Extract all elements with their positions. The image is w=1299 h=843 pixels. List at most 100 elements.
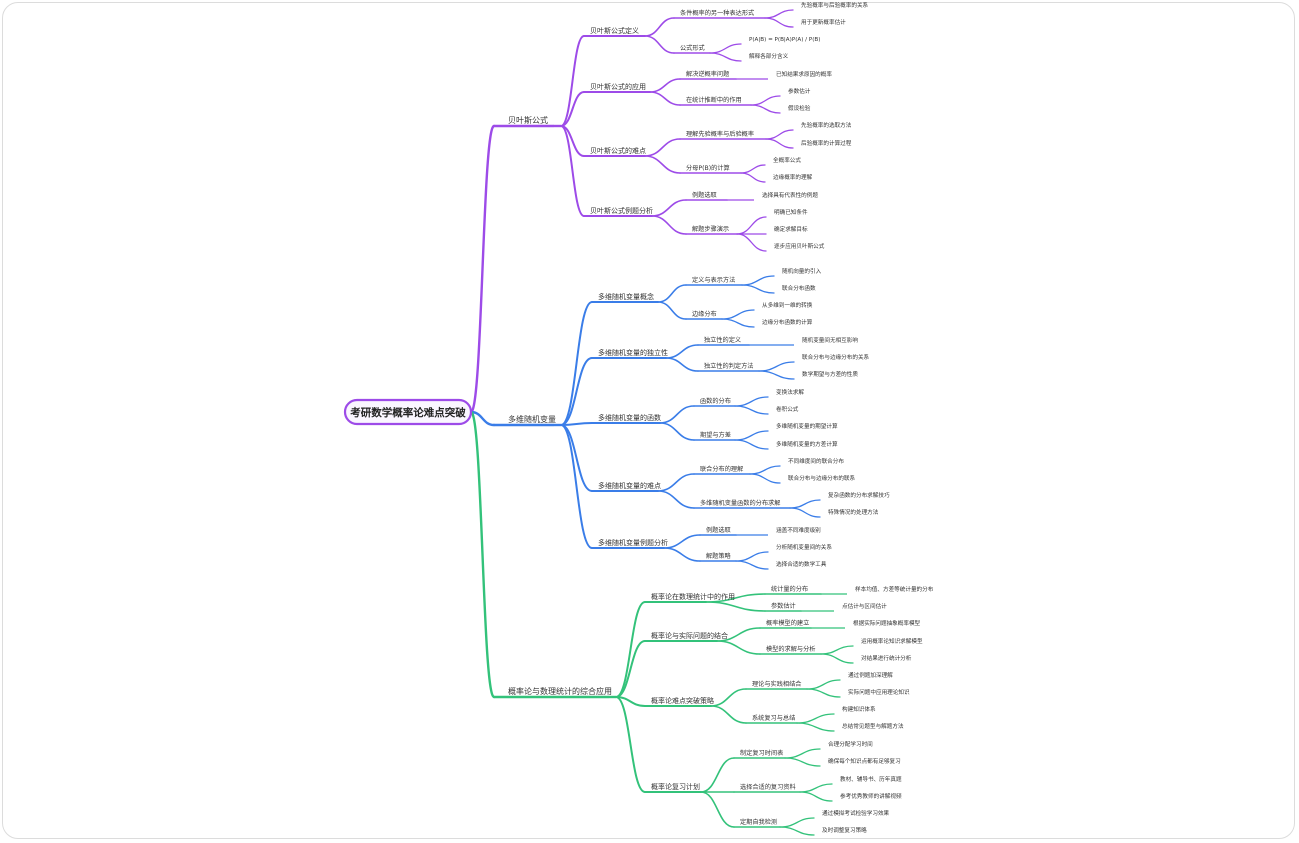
topic-label[interactable]: 解题策略 xyxy=(706,552,732,560)
leaf-label[interactable]: 确定求解目标 xyxy=(774,225,808,233)
leaf-label[interactable]: 联合分布与边缘分布的联系 xyxy=(788,474,856,482)
topic-label[interactable]: 边缘分布 xyxy=(692,310,717,318)
leaf-label[interactable]: 边缘分布函数的计算 xyxy=(762,318,813,326)
leaf-label[interactable]: 确保每个知识点都有足够复习 xyxy=(828,757,901,765)
topic-label[interactable]: 理论与实践相结合 xyxy=(752,680,802,688)
leaf-line xyxy=(764,9,794,19)
leaf-label[interactable]: 数学期望与方差的性质 xyxy=(802,370,858,378)
leaf-line xyxy=(734,430,769,441)
topic-label[interactable]: 多维随机变量的独立性 xyxy=(598,348,668,357)
leaf-label[interactable]: 分析随机变量间的关系 xyxy=(776,543,832,551)
topic-label[interactable]: 多维随机变量概念 xyxy=(598,292,654,301)
branch-label[interactable]: 多维随机变量 xyxy=(508,414,556,424)
leaf-label[interactable]: 特殊情况的处理方法 xyxy=(828,508,879,516)
leaf-label[interactable]: 卷积公式 xyxy=(776,405,799,413)
leaf-label[interactable]: 联合分布与边缘分布的关系 xyxy=(802,353,870,361)
leaf-label[interactable]: 选择具有代表性的例题 xyxy=(762,191,818,199)
leaf-label[interactable]: 随机向量的引入 xyxy=(782,267,822,275)
leaf-label[interactable]: 逐步应用贝叶斯公式 xyxy=(774,242,825,250)
leaf-label[interactable]: 多维随机变量的方差计算 xyxy=(776,440,838,448)
leaf-label[interactable]: 不同维度间的联合分布 xyxy=(788,457,844,465)
topic-label[interactable]: 概率模型的建立 xyxy=(766,619,809,627)
topic-label[interactable]: 选择合适的复习资料 xyxy=(740,783,796,791)
leaf-label[interactable]: 假设检验 xyxy=(788,104,811,112)
leaf-label[interactable]: 总结常见题型与解题方法 xyxy=(842,722,904,730)
leaf-label[interactable]: P(A|B) = P(B|A)P(A) / P(B) xyxy=(749,37,820,43)
branch-label[interactable]: 贝叶斯公式 xyxy=(508,115,548,125)
topic-label[interactable]: 概率论复习计划 xyxy=(651,782,700,791)
leaf-label[interactable]: 构建知识体系 xyxy=(842,705,876,713)
topic-label[interactable]: 贝叶斯公式定义 xyxy=(590,26,639,35)
topic-label[interactable]: 多维随机变量例题分析 xyxy=(598,538,668,547)
leaf-label[interactable]: 先验概率的选取方法 xyxy=(801,121,852,129)
topic-label[interactable]: 分母P(B)的计算 xyxy=(686,164,730,172)
leaf-label[interactable]: 样本均值、方差等统计量的分布 xyxy=(855,585,934,593)
leaf-line xyxy=(765,138,794,149)
topic-label[interactable]: 系统复习与总结 xyxy=(752,714,795,722)
topic-label[interactable]: 独立性的判定方法 xyxy=(704,362,754,370)
topic-label[interactable]: 解题步骤演示 xyxy=(692,225,729,233)
leaf-label[interactable]: 通过例题加深理解 xyxy=(848,671,893,679)
leaf-label[interactable]: 从多维到一维的转换 xyxy=(762,301,813,309)
topic-label[interactable]: 公式形式 xyxy=(680,44,705,52)
topic-label[interactable]: 贝叶斯公式例题分析 xyxy=(590,206,653,215)
leaf-label[interactable]: 明确已知条件 xyxy=(774,208,808,216)
topic-line xyxy=(649,78,681,93)
leaf-label[interactable]: 教材、辅导书、历年真题 xyxy=(840,775,902,783)
leaf-label[interactable]: 联合分布函数 xyxy=(782,284,816,292)
topic-label[interactable]: 定期自我检测 xyxy=(740,818,777,826)
leaf-label[interactable]: 复杂函数的分布求解技巧 xyxy=(828,491,890,499)
leaf-line xyxy=(721,318,755,328)
topic-label[interactable]: 多维随机变量的难点 xyxy=(598,481,661,490)
topic-label[interactable]: 例题选取 xyxy=(692,191,717,199)
topic-label[interactable]: 理解先验概率与后验概率 xyxy=(686,130,754,138)
leaf-label[interactable]: 实际问题中应用理论知识 xyxy=(848,688,910,696)
topic-label[interactable]: 联合分布的理解 xyxy=(700,465,743,473)
topic-label[interactable]: 贝叶斯公式的应用 xyxy=(590,82,646,91)
leaf-label[interactable]: 根据实际问题抽象概率模型 xyxy=(853,619,921,627)
topic-label[interactable]: 期望与方差 xyxy=(700,431,731,439)
topic-label[interactable]: 在统计推断中的作用 xyxy=(686,96,742,104)
leaf-label[interactable]: 后验概率的计算过程 xyxy=(801,139,852,147)
leaf-label[interactable]: 点估计与区间估计 xyxy=(842,602,887,610)
leaf-line xyxy=(734,396,769,407)
topic-label[interactable]: 定义与表示方法 xyxy=(692,276,735,284)
leaf-line xyxy=(709,52,742,62)
topic-label[interactable]: 概率论与实际问题的结合 xyxy=(651,631,728,640)
topic-label[interactable]: 贝叶斯公式的难点 xyxy=(590,146,646,155)
branch-label[interactable]: 概率论与数理统计的综合应用 xyxy=(508,686,612,696)
topic-label[interactable]: 模型的求解与分析 xyxy=(766,645,816,653)
topic-label[interactable]: 例题选取 xyxy=(706,526,731,534)
leaf-label[interactable]: 用于更新概率估计 xyxy=(801,18,846,26)
topic-label[interactable]: 函数的分布 xyxy=(700,397,731,405)
leaf-label[interactable]: 运用概率论知识求解模型 xyxy=(861,637,923,645)
root-node[interactable]: 考研数学概率论难点突破 xyxy=(343,398,473,426)
leaf-label[interactable]: 解释各部分含义 xyxy=(749,52,789,60)
leaf-label[interactable]: 变换法求解 xyxy=(776,388,804,396)
leaf-label[interactable]: 边缘概率的理解 xyxy=(773,173,813,181)
leaf-label[interactable]: 及时调整复习策略 xyxy=(822,826,867,834)
leaf-line xyxy=(779,817,815,828)
leaf-label[interactable]: 参考优秀教师的讲解视频 xyxy=(840,792,902,800)
topic-label[interactable]: 概率论难点突破策略 xyxy=(651,696,714,705)
topic-label[interactable]: 多维随机变量函数的分布求解 xyxy=(700,499,780,507)
leaf-label[interactable]: 已知结果求原因的概率 xyxy=(776,70,832,78)
leaf-label[interactable]: 合理分配学习时间 xyxy=(828,740,873,748)
topic-label[interactable]: 制定复习时间表 xyxy=(740,749,783,757)
topic-label[interactable]: 条件概率的另一种表达形式 xyxy=(680,9,754,17)
leaf-label[interactable]: 对结果进行统计分析 xyxy=(861,654,912,662)
topic-label[interactable]: 独立性的定义 xyxy=(704,336,741,344)
leaf-label[interactable]: 参数估计 xyxy=(788,87,811,95)
leaf-label[interactable]: 选择合适的数学工具 xyxy=(776,560,827,568)
leaf-label[interactable]: 涵盖不同难度级别 xyxy=(776,526,821,534)
leaf-label[interactable]: 先验概率与后验概率的关系 xyxy=(801,1,869,9)
topic-label[interactable]: 概率论在数理统计中的作用 xyxy=(651,592,735,601)
topic-label[interactable]: 解决逆概率问题 xyxy=(686,70,729,78)
topic-label[interactable]: 参数估计 xyxy=(771,602,796,610)
leaf-label[interactable]: 全概率公式 xyxy=(773,156,801,164)
topic-label[interactable]: 统计量的分布 xyxy=(771,585,808,593)
leaf-label[interactable]: 通过模拟考试检验学习效果 xyxy=(822,809,890,817)
leaf-label[interactable]: 多维随机变量的期望计算 xyxy=(776,422,838,430)
topic-label[interactable]: 多维随机变量的函数 xyxy=(598,413,661,422)
leaf-label[interactable]: 随机变量间无相互影响 xyxy=(802,336,858,344)
